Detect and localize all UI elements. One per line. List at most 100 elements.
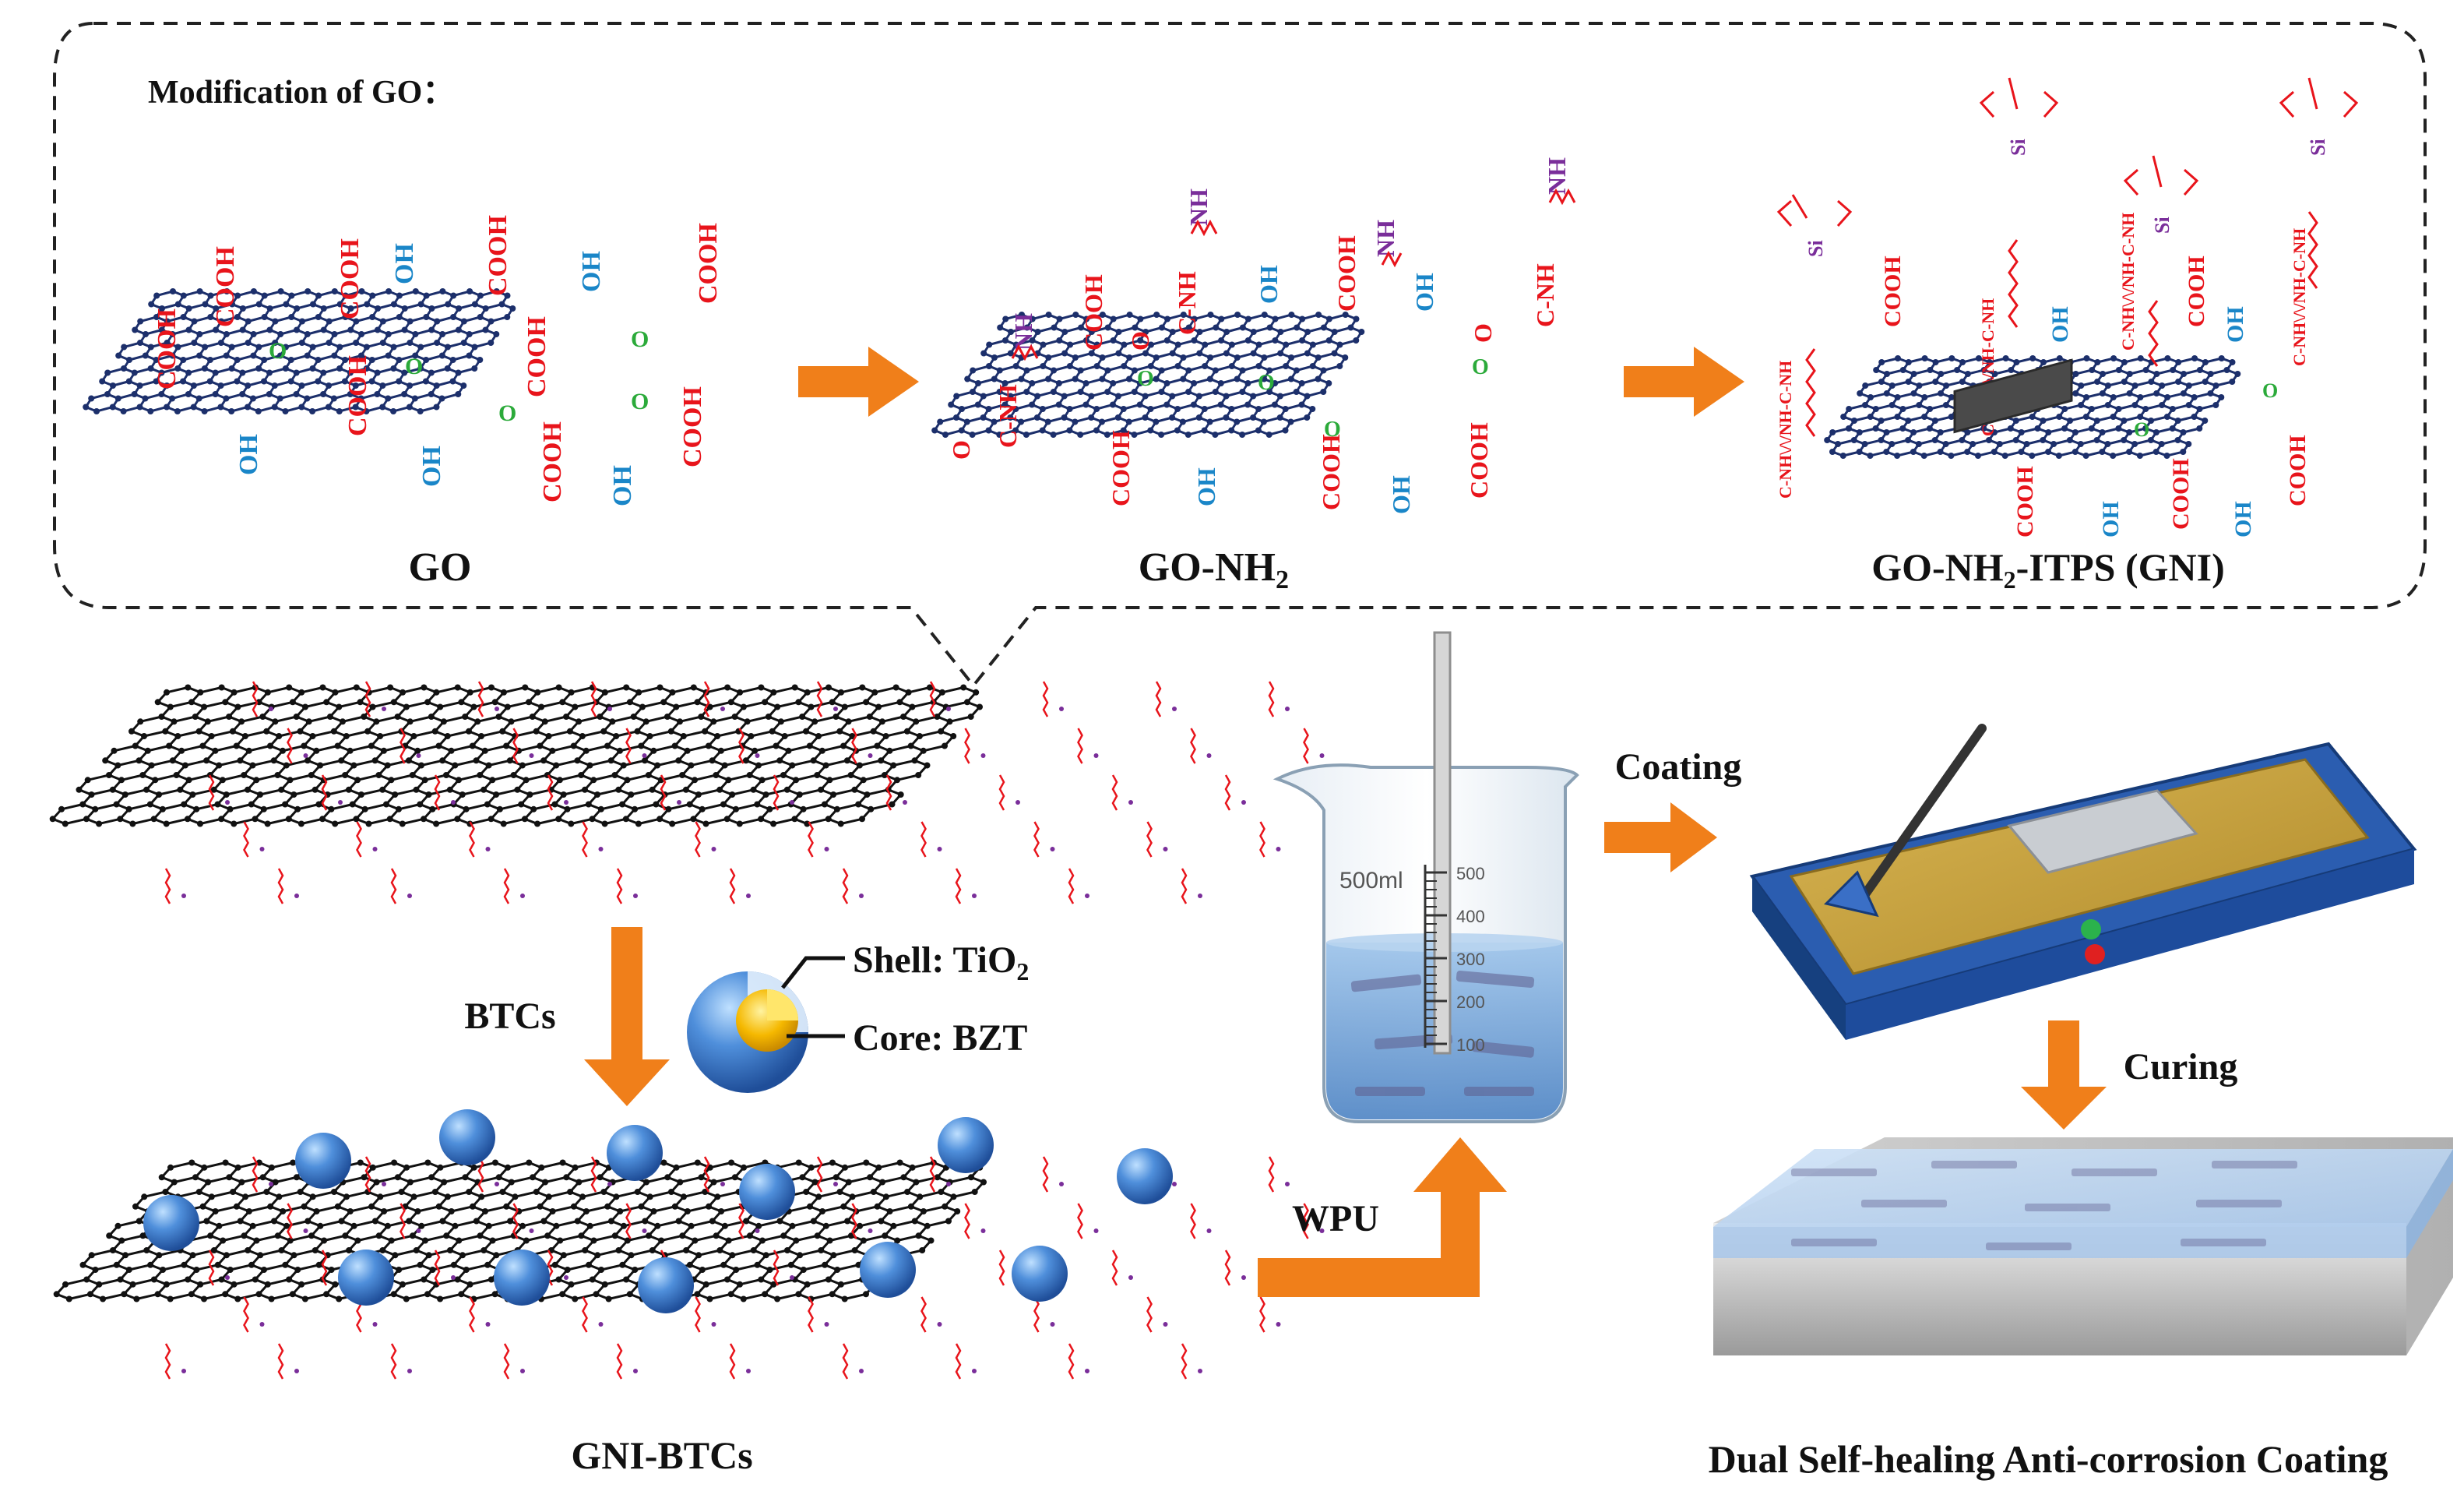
carbonyl-o: O xyxy=(1126,331,1154,351)
go-nh2-sheet xyxy=(931,312,1365,438)
oh-group: OH xyxy=(1255,265,1283,304)
carbonyl-o: O xyxy=(947,440,975,460)
volume-label: 500ml xyxy=(1339,868,1403,894)
cooh-group: COOH xyxy=(2168,458,2194,530)
epoxide-group: O xyxy=(2134,418,2149,441)
cooh-group: COOH xyxy=(2285,435,2311,506)
silicon-atom: Si xyxy=(2307,139,2329,156)
cooh-group: COOH xyxy=(211,246,240,327)
amine-group: NH xyxy=(1184,189,1213,226)
graduation-label: 100 xyxy=(1456,1035,1485,1055)
go-functional-groups: COOH COOH COOH COOH COOH COOH COOH COOH … xyxy=(153,215,723,506)
btc-sphere xyxy=(338,1250,394,1306)
arrow-down-btcs xyxy=(584,927,670,1106)
oh-group: OH xyxy=(1387,475,1415,514)
cooh-group: COOH xyxy=(1079,274,1107,351)
graduation-label: 400 xyxy=(1456,907,1485,926)
cooh-group: COOH xyxy=(2184,256,2209,327)
btc-sphere xyxy=(607,1125,663,1181)
core-label: Core: BZT xyxy=(853,1017,1027,1059)
epoxide-group: O xyxy=(1324,418,1341,442)
oh-group: OH xyxy=(2230,501,2256,538)
gni-functional-groups: C-NH\/\/NH-C-NH COOH C-NH\/\/NH-C-NH OH … xyxy=(1776,139,2329,538)
cooh-group: COOH xyxy=(1107,430,1135,506)
silane-arms xyxy=(1776,77,2359,437)
modification-title: Modification of GO： xyxy=(148,75,455,111)
amide-group: C-NH xyxy=(1531,263,1559,327)
btc-sphere xyxy=(295,1133,351,1189)
green-indicator xyxy=(2081,919,2101,939)
amine-chains xyxy=(1011,188,1576,361)
cooh-group: COOH xyxy=(343,355,372,436)
oh-group: OH xyxy=(234,434,263,475)
go-sheet xyxy=(83,288,516,414)
silicon-atom: Si xyxy=(1804,240,1827,257)
go-nh2-label: GO-NH2 xyxy=(1139,545,1289,594)
btc-sphere xyxy=(739,1164,795,1220)
gni-label: GO-NH2-ITPS (GNI) xyxy=(1871,545,2225,594)
curing-label: Curing xyxy=(2124,1046,2238,1087)
embedded-flakes xyxy=(1791,1161,2297,1250)
epoxide-group: O xyxy=(269,338,287,364)
silicon-atom: Si xyxy=(2151,217,2174,234)
graduation-label: 500 xyxy=(1456,864,1485,883)
silicon-atom: Si xyxy=(2007,139,2029,156)
btc-sphere xyxy=(638,1257,694,1313)
amide-group: C-NH xyxy=(994,384,1022,448)
amine-group: NH xyxy=(1009,313,1037,351)
shell-label: Shell: TiO2 xyxy=(853,939,1029,985)
red-indicator xyxy=(2085,944,2105,964)
epoxide-group: O xyxy=(631,326,649,352)
cooh-group: COOH xyxy=(1465,422,1493,499)
cooh-group: COOH xyxy=(1317,434,1345,510)
amide-group: C-NH xyxy=(1173,271,1201,335)
urea-chain: C-NH\/\/NH-C-NH xyxy=(2118,213,2138,351)
cooh-group: COOH xyxy=(484,215,512,296)
beaker: 500ml 500 400 300 200 100 xyxy=(1272,631,1579,1123)
btc-sphere xyxy=(1117,1148,1173,1204)
callout-outline xyxy=(53,22,2427,689)
shell-leader-line xyxy=(781,956,845,989)
cooh-group: COOH xyxy=(153,308,181,389)
epoxide-group: O xyxy=(498,400,516,426)
substrate-sample xyxy=(2007,789,2198,874)
gni-sheet-large xyxy=(49,684,983,827)
graduation-label: 300 xyxy=(1456,950,1485,969)
arrow-coating xyxy=(1604,802,1717,872)
graphene-lattice xyxy=(51,686,982,826)
btc-sphere xyxy=(860,1242,916,1298)
epoxide-group: O xyxy=(1472,355,1489,379)
display-window xyxy=(1953,358,2073,434)
coating-layer-top xyxy=(1713,1149,2453,1227)
modification-arrows xyxy=(798,347,1744,417)
btcs-label: BTCs xyxy=(464,996,555,1037)
oh-group: OH xyxy=(417,446,446,487)
arrow-right-2 xyxy=(1624,347,1744,417)
btc-sphere xyxy=(494,1250,550,1306)
oh-group: OH xyxy=(2223,306,2248,343)
arrow-right-1 xyxy=(798,347,919,417)
amine-group: NH xyxy=(1543,157,1571,195)
urea-chain: C-NH\/\/NH-C-NH xyxy=(2290,228,2309,366)
oh-group: OH xyxy=(577,251,606,292)
cooh-group: COOH xyxy=(1332,235,1360,312)
oh-group: OH xyxy=(1192,467,1220,506)
wpu-label: WPU xyxy=(1292,1198,1379,1239)
go-nh2-functional-groups: O C-NH NH COOH O C-NH NH OH COOH NH OH O… xyxy=(947,157,1571,514)
oh-group: OH xyxy=(1410,273,1438,312)
cooh-group: COOH xyxy=(1880,256,1906,327)
cooh-group: COOH xyxy=(523,316,551,397)
btcs-spheres xyxy=(143,1109,1325,1380)
core-shell-particle xyxy=(687,956,845,1093)
cooh-group: COOH xyxy=(336,238,364,319)
oh-group: OH xyxy=(608,465,637,506)
applicator-bar xyxy=(1857,724,1987,904)
film-applicator xyxy=(1749,358,2417,1040)
amine-group: NH xyxy=(1371,220,1399,257)
dispersed-flakes xyxy=(1350,971,1535,1096)
oh-group: OH xyxy=(2047,306,2073,343)
oh-group: OH xyxy=(390,243,419,284)
stirring-rod xyxy=(1433,631,1452,1055)
graduation-label: 200 xyxy=(1456,992,1485,1012)
